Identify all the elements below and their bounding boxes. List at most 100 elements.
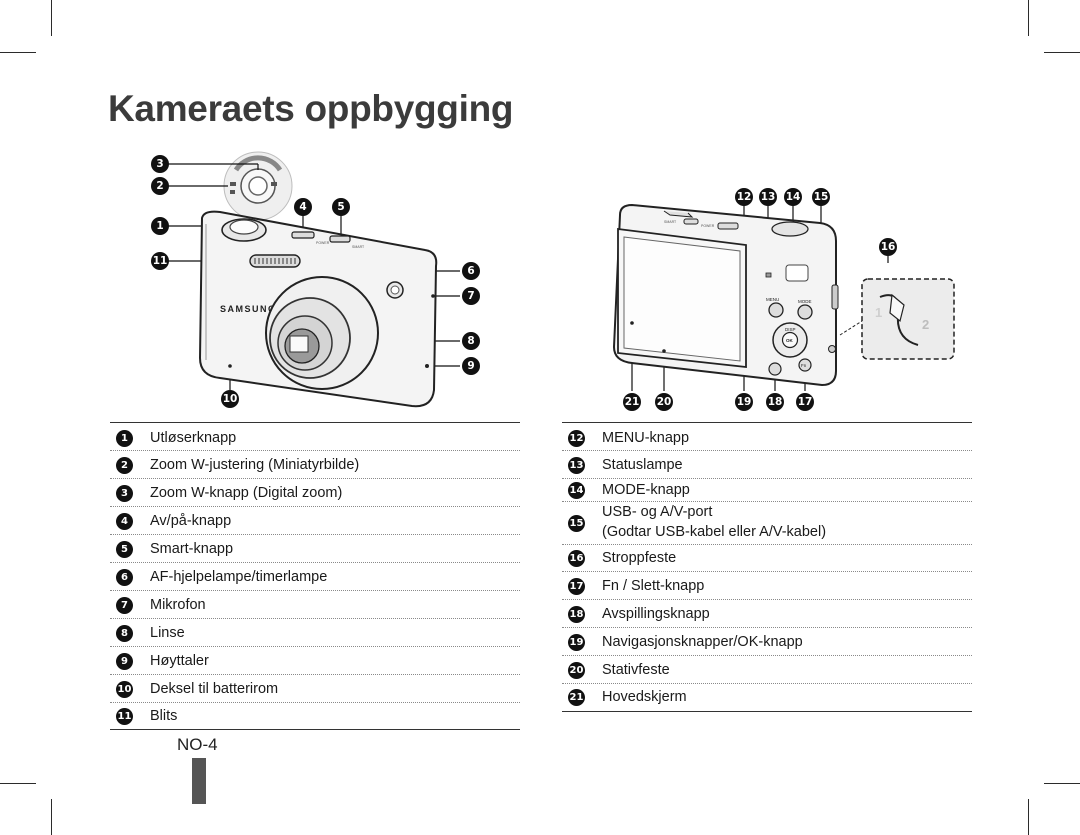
callout-6: 6 <box>462 262 480 280</box>
callout-15: 15 <box>812 188 830 206</box>
fn-label: Fn <box>801 363 807 368</box>
legend-item: 5 Smart-knapp <box>110 536 520 563</box>
callout-16: 16 <box>879 238 897 256</box>
legend-left: 1 Utløserknapp 2 Zoom W-justering (Minia… <box>110 422 520 732</box>
strap-step-2: 2 <box>922 317 929 332</box>
crop-mark <box>0 52 36 53</box>
legend-number: 18 <box>568 606 585 623</box>
legend-item: 19 Navigasjonsknapper/OK-knapp <box>562 629 972 656</box>
legend-number: 19 <box>568 634 585 651</box>
callout-4: 4 <box>294 198 312 216</box>
legend-item: 1 Utløserknapp <box>110 425 520 451</box>
crop-mark <box>0 783 36 784</box>
legend-label: Blits <box>150 708 178 724</box>
legend-number: 20 <box>568 662 585 679</box>
legend-label: Stroppfeste <box>602 550 677 566</box>
legend-right: 12 MENU-knapp 13 Statuslampe 14 MODE-kna… <box>562 422 972 714</box>
legend-label: Statuslampe <box>602 457 683 473</box>
smart-button-label: SMART <box>352 245 365 249</box>
legend-item: 6 AF-hjelpelampe/timerlampe <box>110 564 520 591</box>
legend-label: Fn / Slett-knapp <box>602 578 705 594</box>
legend-label: Stativfeste <box>602 662 670 678</box>
legend-item: 12 MENU-knapp <box>562 425 972 451</box>
legend-item: 16 Stroppfeste <box>562 546 972 572</box>
legend-number: 16 <box>568 550 585 567</box>
crop-mark <box>1028 799 1029 835</box>
legend-item: 10 Deksel til batterirom <box>110 676 520 703</box>
menu-button-label: MENU <box>766 297 779 302</box>
legend-item: 2 Zoom W-justering (Miniatyrbilde) <box>110 452 520 479</box>
legend-number: 15 <box>568 515 585 532</box>
legend-number: 3 <box>116 485 133 502</box>
camera-back-illustration: SMART POWER MENU MODE DISP OK Fn 1 2 <box>612 203 955 391</box>
legend-item: 20 Stativfeste <box>562 657 972 684</box>
page-title: Kameraets oppbygging <box>108 88 514 129</box>
callout-19: 19 <box>735 393 753 411</box>
callout-1: 1 <box>151 217 169 235</box>
legend-label: USB- og A/V-port <box>602 504 713 520</box>
legend-number: 17 <box>568 578 585 595</box>
legend-number: 10 <box>116 681 133 698</box>
mode-button-label: MODE <box>798 299 812 304</box>
back-smart-label: SMART <box>664 220 677 224</box>
callout-5: 5 <box>332 198 350 216</box>
legend-number: 8 <box>116 625 133 642</box>
legend-label: Linse <box>150 625 185 641</box>
legend-item: 21 Hovedskjerm <box>562 685 972 711</box>
crop-mark <box>51 799 52 835</box>
crop-mark <box>1044 783 1080 784</box>
legend-number: 11 <box>116 708 133 725</box>
section-tab <box>192 758 206 804</box>
callout-12: 12 <box>735 188 753 206</box>
legend-number: 7 <box>116 597 133 614</box>
crop-mark <box>51 0 52 36</box>
crop-mark <box>1028 0 1029 36</box>
callout-11: 11 <box>151 252 169 270</box>
legend-label: Smart-knapp <box>150 541 234 557</box>
page-number: NO-4 <box>177 735 218 754</box>
callout-17: 17 <box>796 393 814 411</box>
strap-step-1: 1 <box>875 305 882 320</box>
legend-label: Hovedskjerm <box>602 689 687 705</box>
callout-18: 18 <box>766 393 784 411</box>
legend-number: 14 <box>568 482 585 499</box>
legend-item: 4 Av/på-knapp <box>110 508 520 535</box>
legend-item: 9 Høyttaler <box>110 648 520 675</box>
legend-number: 2 <box>116 457 133 474</box>
legend-item: 3 Zoom W-knapp (Digital zoom) <box>110 480 520 507</box>
legend-label: Utløserknapp <box>150 430 237 446</box>
legend-label: MENU-knapp <box>602 430 690 446</box>
legend-number: 13 <box>568 457 585 474</box>
legend-label: MODE-knapp <box>602 482 690 498</box>
legend-item: 13 Statuslampe <box>562 452 972 479</box>
legend-item: 15 USB- og A/V-port (Godtar USB-kabel el… <box>562 503 972 545</box>
legend-label: Navigasjonsknapper/OK-knapp <box>602 634 803 650</box>
callout-10: 10 <box>221 390 239 408</box>
callout-2: 2 <box>151 177 169 195</box>
callout-21: 21 <box>623 393 641 411</box>
callout-8: 8 <box>462 332 480 350</box>
legend-label: Høyttaler <box>150 653 209 669</box>
legend-item: 18 Avspillingsknapp <box>562 601 972 628</box>
legend-number: 4 <box>116 513 133 530</box>
brand-logo-text: SAMSUNG <box>220 304 277 314</box>
callout-20: 20 <box>655 393 673 411</box>
legend-item: 7 Mikrofon <box>110 592 520 619</box>
callout-7: 7 <box>462 287 480 305</box>
power-button-label: POWER <box>316 241 330 245</box>
legend-label: Zoom W-justering (Miniatyrbilde) <box>150 457 360 473</box>
legend-label: Deksel til batterirom <box>150 681 279 697</box>
legend-number: 5 <box>116 541 133 558</box>
back-power-label: POWER <box>701 224 715 228</box>
legend-label: Zoom W-knapp (Digital zoom) <box>150 485 343 501</box>
legend-item: 11 Blits <box>110 704 520 730</box>
legend-label: Av/på-knapp <box>150 513 232 529</box>
legend-number: 9 <box>116 653 133 670</box>
legend-item: 14 MODE-knapp <box>562 480 972 502</box>
legend-label: Mikrofon <box>150 597 206 613</box>
legend-number: 21 <box>568 689 585 706</box>
legend-label: AF-hjelpelampe/timerlampe <box>150 569 328 585</box>
legend-number: 1 <box>116 430 133 447</box>
callout-3: 3 <box>151 155 169 173</box>
callout-13: 13 <box>759 188 777 206</box>
